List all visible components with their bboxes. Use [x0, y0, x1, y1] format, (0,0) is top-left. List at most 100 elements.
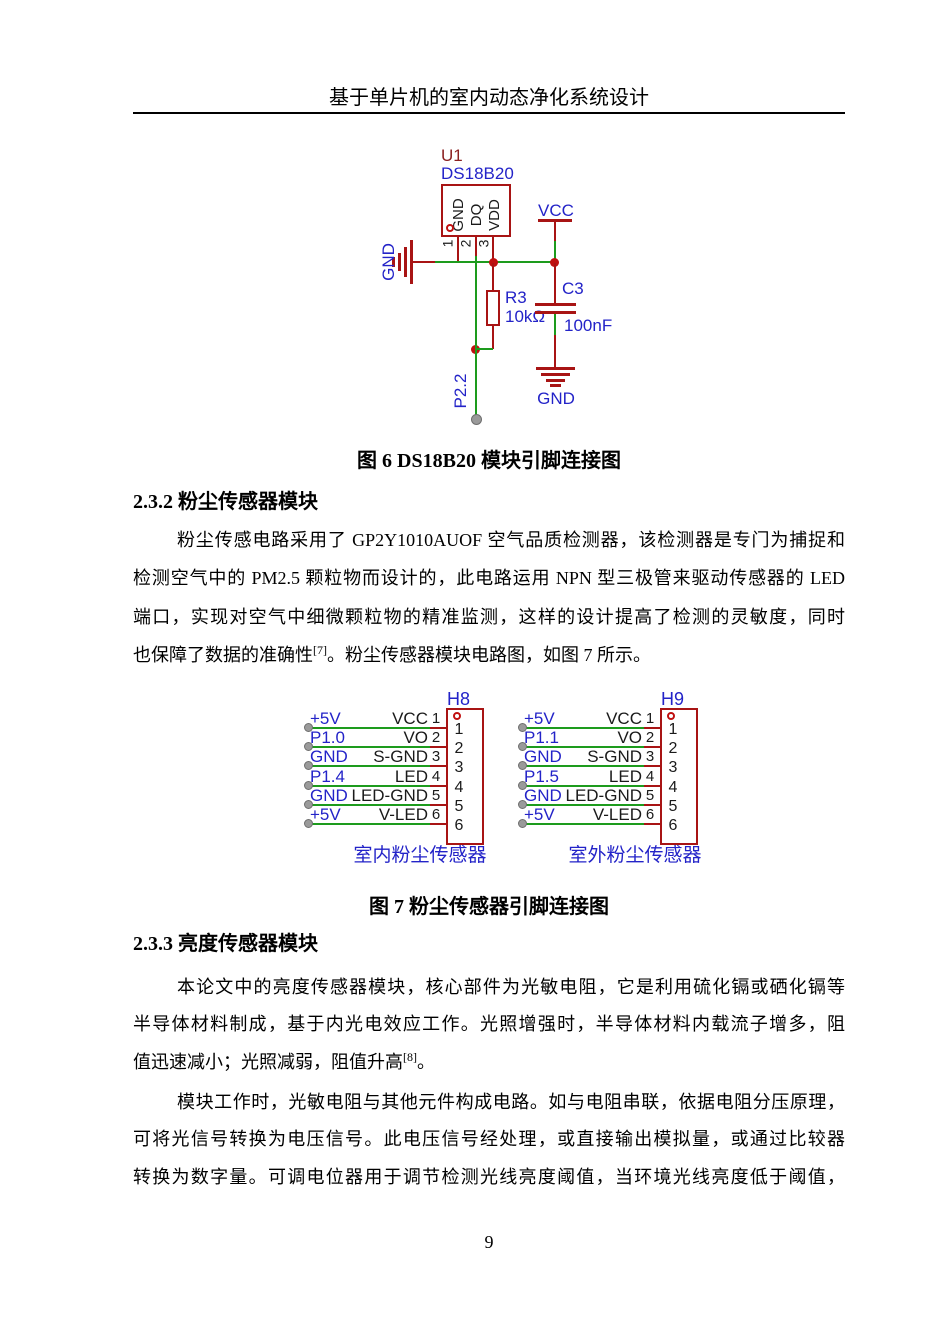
- page-header-title: 基于单片机的室内动态净化系统设计: [329, 87, 649, 109]
- gnd-symbol-bar: [541, 373, 570, 376]
- pin-number: 6: [645, 806, 655, 823]
- wire: [476, 348, 493, 350]
- pin-stub: [430, 765, 446, 767]
- pin-number-inner: 1: [454, 721, 464, 738]
- net-label: +5V: [524, 805, 555, 824]
- vcc-symbol-bar: [538, 219, 572, 222]
- pin-name: LED-GND: [565, 786, 642, 805]
- connector-h8-label: H8: [447, 689, 471, 709]
- wire: [308, 804, 446, 806]
- gnd-symbol-bar: [410, 240, 413, 284]
- pin-name: V-LED: [378, 805, 428, 824]
- wire: [522, 785, 660, 787]
- net-label: GND: [310, 747, 348, 766]
- terminal-pad: [304, 800, 313, 809]
- connector-h9-label: H9: [661, 689, 685, 709]
- pin-name: S-GND: [587, 747, 642, 766]
- pin-number-inner: 3: [454, 759, 464, 776]
- connector-h8-title: 室内粉尘传感器: [353, 845, 487, 866]
- terminal-pad: [518, 819, 527, 828]
- wire: [308, 765, 446, 767]
- terminal-pad: [304, 723, 313, 732]
- page-number: 9: [484, 1232, 494, 1252]
- pin-stub: [430, 785, 446, 787]
- net-label: GND: [524, 747, 562, 766]
- vcc-label: VCC: [538, 201, 574, 220]
- vcc-lead: [554, 222, 556, 241]
- connector-h9-title: 室外粉尘传感器: [568, 845, 702, 866]
- connector-h8-body: [446, 708, 484, 845]
- body-line: 粉尘传感电路采用了 GP2Y1010AUOF 空气品质检测器，该检测器是专门为捕…: [177, 530, 845, 550]
- body-line: 转换为数字量。可调电位器用于调节检测光线亮度阈值，当环境光线亮度低于阈值，: [133, 1167, 845, 1187]
- wire: [522, 823, 660, 825]
- capacitor-plate: [535, 311, 576, 314]
- wire: [308, 727, 446, 729]
- pin-name: VCC: [392, 709, 428, 728]
- wire: [554, 241, 556, 262]
- pin-name: LED-GND: [351, 786, 428, 805]
- pin-number-inner: 4: [454, 779, 464, 796]
- section-heading-233: 2.3.3 亮度传感器模块: [133, 933, 318, 955]
- wire: [308, 785, 446, 787]
- pin-number-inner: 6: [454, 817, 464, 834]
- capacitor-lead: [554, 335, 556, 367]
- citation-ref: [7]: [313, 643, 327, 657]
- figure6-caption-text: 图 6 DS18B20 模块引脚连接图: [357, 450, 621, 472]
- net-label: GND: [524, 786, 562, 805]
- body-text: 。粉尘传感器模块电路图，如图 7 所示。: [327, 645, 651, 665]
- figure7-caption: 图 7 粉尘传感器引脚连接图: [119, 895, 859, 919]
- terminal-pad: [518, 781, 527, 790]
- capacitor-designator: C3: [562, 279, 584, 298]
- gnd-lead: [413, 261, 435, 263]
- terminal-pad: [518, 742, 527, 751]
- pin-stub: [644, 804, 660, 806]
- pin-number-inner: 1: [668, 721, 678, 738]
- pin-stub: [644, 823, 660, 825]
- wire: [522, 746, 660, 748]
- pin-number-inner: 2: [454, 740, 464, 757]
- body-text: 也保障了数据的准确性: [133, 645, 313, 665]
- junction-dot: [550, 258, 559, 267]
- resistor-designator: R3: [505, 288, 527, 307]
- section-heading-232: 2.3.2 粉尘传感器模块: [133, 491, 318, 513]
- terminal-pad: [304, 761, 313, 770]
- wire: [522, 727, 660, 729]
- net-label: P1.0: [310, 728, 345, 747]
- wire: [308, 746, 446, 748]
- body-text: 。: [417, 1052, 435, 1072]
- pin-stub: [430, 804, 446, 806]
- terminal-pad: [518, 761, 527, 770]
- pin1-marker-icon: [446, 224, 454, 232]
- terminal-pad: [304, 781, 313, 790]
- pin-number-inner: 2: [668, 740, 678, 757]
- pin-name: LED: [394, 767, 428, 786]
- capacitor-lead: [554, 263, 556, 303]
- net-label: +5V: [310, 805, 341, 824]
- resistor-lead: [492, 326, 494, 349]
- pin-stub: [644, 765, 660, 767]
- citation-ref: [8]: [403, 1050, 417, 1064]
- gnd-symbol-bar: [536, 367, 575, 370]
- terminal-pad: [518, 723, 527, 732]
- body-line: 值迅速减小；光照减弱，阻值升高[8]。: [133, 1043, 845, 1081]
- body-line: 端口，实现对空气中细微颗粒物的精准监测，这样的设计提高了检测的灵敏度，同时: [133, 607, 845, 627]
- pin-stub: [430, 823, 446, 825]
- pin-number-inner: 6: [668, 817, 678, 834]
- capacitor-plate: [535, 303, 576, 306]
- gnd-symbol-bar: [398, 253, 401, 271]
- pin-number: 1: [431, 710, 441, 727]
- wire: [522, 804, 660, 806]
- terminal-pad: [304, 742, 313, 751]
- body-line: 检测空气中的 PM2.5 颗粒物而设计的，此电路运用 NPN 型三极管来驱动传感…: [133, 568, 845, 588]
- pin-name: LED: [608, 767, 642, 786]
- pin1-marker-icon: [453, 712, 461, 720]
- net-label: +5V: [524, 709, 555, 728]
- body-line: 模块工作时，光敏电阻与其他元件构成电路。如与电阻串联，依据电阻分压原理，: [177, 1092, 845, 1112]
- net-label: P1.5: [524, 767, 559, 786]
- pin-name: VCC: [606, 709, 642, 728]
- pin-number: 3: [645, 748, 655, 765]
- wire: [554, 314, 556, 335]
- wire: [522, 765, 660, 767]
- net-label: P1.4: [310, 767, 345, 786]
